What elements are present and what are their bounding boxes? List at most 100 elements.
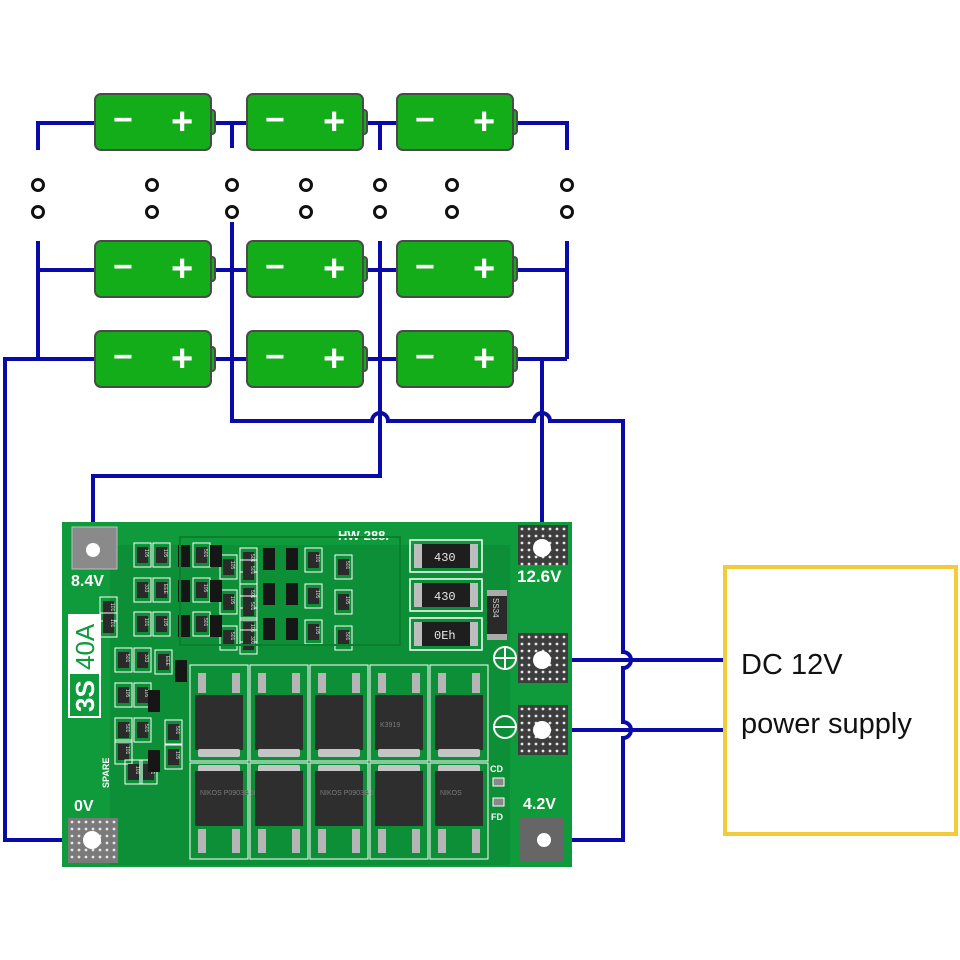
smd-code: EEE <box>164 656 170 667</box>
via-dot <box>562 635 566 639</box>
via-dot <box>541 707 545 711</box>
via-dot <box>520 707 524 711</box>
via-dot <box>77 834 81 838</box>
smd-part: 501 <box>334 554 353 580</box>
sot-transistor <box>210 615 222 637</box>
smd-code: 105 <box>202 584 208 593</box>
via-dot <box>548 527 552 531</box>
via-dot <box>541 534 545 538</box>
battery-cell: −+ <box>396 93 518 151</box>
board-model-label: HW-288. <box>338 528 389 543</box>
smd-part: 501 <box>114 647 133 673</box>
smd-part: 105 <box>152 542 171 568</box>
pad-4-2v[interactable] <box>519 817 564 861</box>
via-dot <box>70 820 74 824</box>
sot-transistor <box>148 750 160 772</box>
smd-code: 501 <box>229 632 235 641</box>
ellipsis-dot <box>225 178 239 192</box>
smd-part: 105 <box>133 542 152 568</box>
resistor-code: 0Eh <box>434 629 456 643</box>
via-dot <box>541 677 545 681</box>
pad-plus[interactable] <box>518 633 568 683</box>
via-dot <box>105 827 109 831</box>
via-dot <box>70 841 74 845</box>
via-dot <box>548 721 552 725</box>
smd-code: 105 <box>314 626 320 635</box>
mosfet <box>249 664 309 762</box>
ellipsis-dot <box>31 178 45 192</box>
via-dot <box>527 562 531 566</box>
battery-body <box>396 240 514 298</box>
via-dot <box>520 728 524 732</box>
battery-array: −+−+−+−+−+−+−+−+−+ <box>94 93 518 388</box>
via-dot <box>84 855 88 859</box>
shunt-resistor: 430 <box>409 539 483 573</box>
smd-part: EEE <box>154 649 173 675</box>
via-dot <box>520 548 524 552</box>
pad-8-4v[interactable] <box>71 526 118 570</box>
smd-part: 105 <box>304 583 323 609</box>
via-dot <box>562 642 566 646</box>
via-dot <box>548 534 552 538</box>
via-dot <box>555 677 559 681</box>
smd-part: 105 <box>114 682 133 708</box>
via-dot <box>555 527 559 531</box>
via-dot <box>527 534 531 538</box>
smd-code: 101 <box>314 554 320 563</box>
pad-minus[interactable] <box>518 705 568 755</box>
smd-code: 101 <box>134 766 140 775</box>
sot-transistor <box>210 580 222 602</box>
battery-cell: −+ <box>396 330 518 388</box>
pad-0v[interactable] <box>68 818 118 863</box>
plus-symbol-icon <box>493 646 517 670</box>
ellipsis-dot <box>225 205 239 219</box>
via-dot <box>91 820 95 824</box>
smd-code: 105 <box>229 596 235 605</box>
smd-part: 333 <box>133 577 152 603</box>
battery-cell: −+ <box>246 93 368 151</box>
via-dot <box>527 714 531 718</box>
via-dot <box>105 855 109 859</box>
via-dot <box>562 656 566 660</box>
via-dot <box>520 742 524 746</box>
battery-positive-sign: + <box>323 101 345 143</box>
via-dot <box>562 649 566 653</box>
battery-negative-sign: − <box>113 338 133 376</box>
pad-12-6v[interactable] <box>518 525 568 566</box>
smd-code: 105 <box>314 590 320 599</box>
via-dot <box>527 555 531 559</box>
via-dot <box>527 541 531 545</box>
smd-part: 501 <box>133 717 152 743</box>
via-dot <box>562 677 566 681</box>
via-dot <box>527 656 531 660</box>
smd-part: 501 <box>114 717 133 743</box>
battery-negative-sign: − <box>113 248 133 286</box>
via-dot <box>555 649 559 653</box>
via-dot <box>77 841 81 845</box>
via-dot <box>555 721 559 725</box>
via-dot <box>98 827 102 831</box>
via-dot <box>98 855 102 859</box>
via-dot <box>534 527 538 531</box>
via-dot <box>520 527 524 531</box>
via-dot <box>548 562 552 566</box>
via-dot <box>527 527 531 531</box>
parallel-ellipsis <box>31 178 574 219</box>
via-dot <box>520 656 524 660</box>
smd-code: 501 <box>174 726 180 735</box>
via-dot <box>520 670 524 674</box>
mosfet-marking: NIKOS <box>440 790 462 797</box>
via-dot <box>555 555 559 559</box>
battery-positive-sign: + <box>323 248 345 290</box>
rating-current: 40A <box>70 623 100 670</box>
fd-led <box>492 797 505 807</box>
smd-code: 101 <box>124 746 130 755</box>
rating-label: 3S 40A <box>68 614 101 718</box>
via-dot <box>520 555 524 559</box>
wire-8-4v-node <box>91 241 382 548</box>
battery-cell: −+ <box>94 93 216 151</box>
via-dot <box>562 670 566 674</box>
via-dot <box>91 827 95 831</box>
